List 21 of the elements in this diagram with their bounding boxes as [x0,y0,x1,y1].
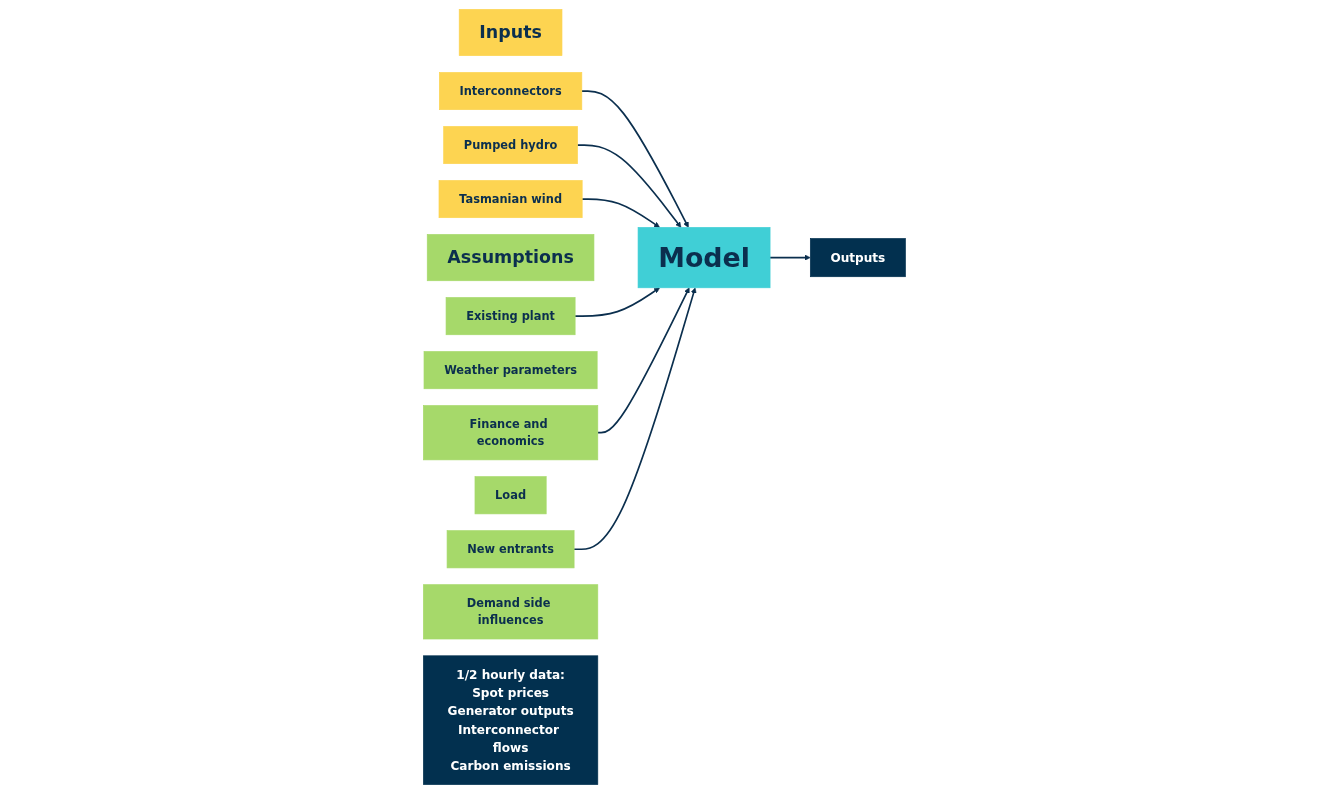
node-box: Pumped hydro [442,126,578,165]
node-box: Assumptions [426,234,594,282]
node-box: Demand side influences [422,584,598,640]
node-box: New entrants [446,530,575,569]
arrow [768,254,811,261]
node-box: 1/2 hourly data: Spot prices Generator outputs Interconnector flows Carbon emissions [422,655,598,785]
node-box: Existing plant [445,297,576,336]
node-box: Outputs [809,238,906,278]
arrow [580,198,660,228]
node-box: Tasmanian wind [438,180,583,219]
arrow [580,90,689,228]
node-box: Weather parameters [423,351,598,390]
arrow [573,287,660,317]
arrow [596,287,690,434]
node-box: Model [637,227,770,289]
node-box: Finance and economics [422,405,598,461]
node-box: Interconnectors [438,72,582,110]
arrow [576,144,681,228]
node-box: Inputs [458,9,562,56]
node-box: Load [474,476,547,515]
arrow [572,287,697,551]
